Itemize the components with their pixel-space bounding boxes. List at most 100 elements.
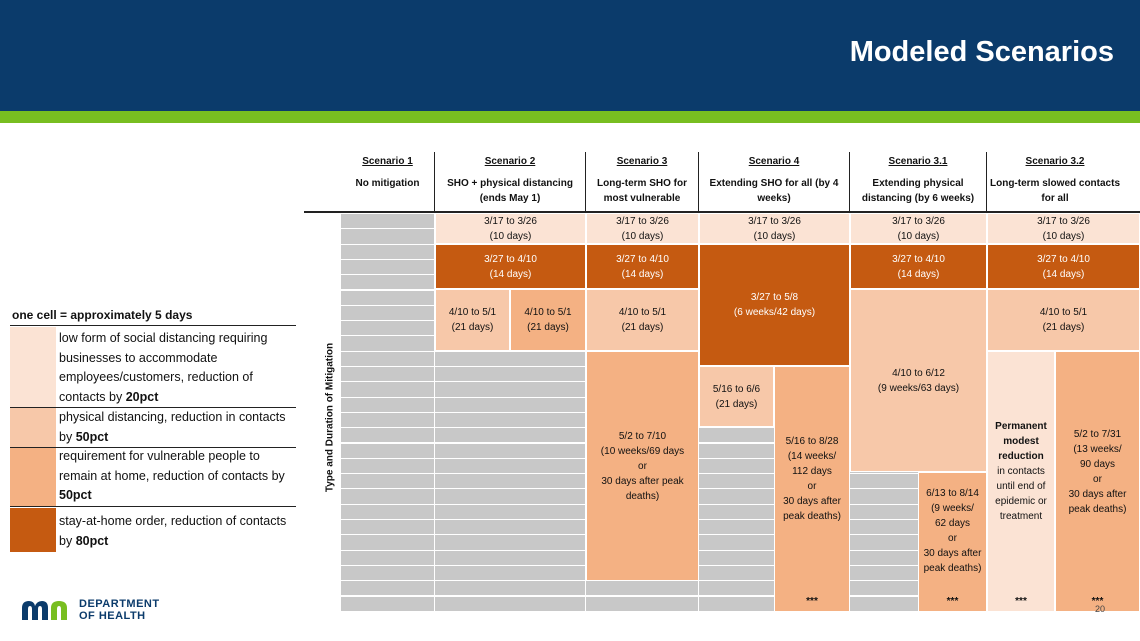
logo-line-1: DEPARTMENT: [79, 598, 160, 610]
cell-text: (21 days): [715, 398, 758, 410]
grid-cell: [435, 366, 585, 382]
scenario-description: Long-term SHO for most vulnerable: [597, 178, 687, 204]
legend-text: requirement for vulnerable people to rem…: [59, 449, 285, 483]
cell-text: peak deaths): [783, 511, 841, 522]
cell-text-bold: reduction: [998, 451, 1044, 462]
legend-item-50pct-vulnerable: requirement for vulnerable people to rem…: [59, 447, 299, 506]
scenario-name: Scenario 4: [748, 156, 800, 167]
grid-cell: [341, 473, 434, 489]
cell-text: (21 days): [1042, 322, 1085, 333]
cell-text: deaths): [625, 490, 660, 502]
cell-text: (6 weeks/42 days): [733, 307, 816, 318]
legend-value: 80pct: [75, 533, 109, 548]
cell-text-bold: Permanent: [995, 421, 1047, 432]
cell-text: 4/10 to 5/1: [524, 307, 572, 318]
cell-text: 5/2 to 7/31: [1073, 429, 1122, 440]
cell-text: (14 weeks/: [787, 451, 837, 462]
grid-cell: [341, 519, 434, 535]
scenario-3-1-phase-3: 4/10 to 6/12(9 weeks/63 days): [850, 289, 987, 472]
cell-text: (14 days): [621, 268, 664, 280]
mdh-logo: DEPARTMENT OF HEALTH: [20, 598, 160, 622]
logo-line-2: OF HEALTH: [79, 610, 146, 622]
cell-text: 3/17 to 3/26: [892, 215, 945, 227]
grid-cell: [435, 396, 585, 412]
grid-cell: [341, 228, 434, 244]
grid-cell: [341, 350, 434, 366]
cell-text: 4/10 to 5/1: [1039, 307, 1088, 318]
cell-text: or: [948, 533, 957, 544]
cell-text: 112 days: [792, 466, 832, 477]
legend-rule: [10, 447, 296, 448]
legend-item-80pct: stay-at-home order, reduction of contact…: [59, 512, 299, 551]
continuation-marker: ***: [946, 596, 959, 607]
legend-swatch-50pct-distancing: [10, 408, 56, 447]
page-title: Modeled Scenarios: [849, 36, 1114, 68]
cell-text: 3/27 to 4/10: [616, 253, 669, 265]
scenario-3-1-header: Scenario 3.1 Extending physical distanci…: [852, 154, 984, 206]
grid-cell: [341, 243, 434, 259]
scenario-description: Long-term slowed contacts for all: [990, 178, 1121, 204]
cell-text: in contacts: [997, 466, 1045, 477]
grid-cell: [341, 258, 434, 275]
column-divider: [585, 152, 586, 212]
grid-cell: [435, 595, 585, 611]
grid-cell: [341, 304, 434, 321]
cell-text: 90 days: [1079, 459, 1116, 470]
cell-text: (21 days): [527, 322, 569, 333]
legend-rule: [10, 325, 296, 326]
grid-cell: [341, 396, 434, 412]
scenario-2-phase-1: 3/17 to 3/26 (10 days): [435, 213, 586, 244]
legend-swatch-50pct-vulnerable: [10, 448, 56, 506]
scenario-4-phase-3a: 5/16 to 6/6(21 days): [699, 366, 774, 427]
grid-cell: [341, 503, 434, 519]
cell-text: peak deaths): [1068, 504, 1127, 515]
scenario-1-header: Scenario 1 No mitigation: [341, 154, 434, 191]
grid-cell: [341, 427, 434, 443]
scenario-description: No mitigation: [355, 178, 420, 189]
cell-text: (9 weeks/: [931, 503, 974, 514]
cell-text: or: [807, 481, 817, 492]
grid-cell: [435, 488, 585, 504]
cell-text: (21 days): [621, 322, 664, 333]
scenario-4-phase-1: 3/17 to 3/26(10 days): [699, 213, 850, 244]
scenario-4-header: Scenario 4 Extending SHO for all (by 4 w…: [700, 154, 848, 206]
grid-cell: [586, 595, 698, 611]
cell-text-bold: modest: [1003, 436, 1039, 447]
legend-item-50pct-distancing: physical distancing, reduction in contac…: [59, 408, 299, 447]
grid-cell: [341, 595, 434, 611]
legend-value: 50pct: [75, 429, 109, 444]
grid-cell: [341, 366, 434, 382]
axis-label: Type and Duration of Mitigation: [324, 342, 336, 493]
cell-text: 5/16 to 8/28: [785, 436, 839, 447]
scenario-name: Scenario 3.2: [1025, 156, 1085, 167]
grid-cell: [341, 457, 434, 474]
scenario-name: Scenario 3.1: [888, 156, 948, 167]
legend-rule: [10, 407, 296, 408]
grid-cell: [435, 442, 585, 458]
legend-item-20pct: low form of social distancing requiring …: [59, 329, 299, 407]
legend-text: low form of social distancing requiring …: [59, 331, 268, 404]
scenario-4-phase-2: 3/27 to 5/8(6 weeks/42 days): [699, 244, 850, 366]
mn-logo-icon: [22, 601, 67, 620]
cell-text: 4/10 to 6/12: [892, 367, 945, 379]
cell-text: 3/17 to 3/26: [616, 215, 669, 227]
grid-cell: [435, 411, 585, 428]
column-divider: [698, 152, 699, 212]
header-accent-bar: [0, 111, 1140, 123]
scenario-3-header: Scenario 3 Long-term SHO for most vulner…: [588, 154, 696, 206]
cell-text: (10 days): [489, 230, 532, 242]
legend-text: stay-at-home order, reduction of contact…: [59, 514, 287, 548]
grid-cell: [341, 534, 434, 550]
grid-cell: [341, 564, 434, 581]
cell-text: 4/10 to 5/1: [448, 307, 497, 318]
cell-text: 3/17 to 3/26: [484, 215, 537, 227]
cell-text: (14 days): [1042, 268, 1085, 280]
legend-value: 50pct: [59, 488, 92, 502]
page-number: 20: [1095, 604, 1106, 614]
cell-text: (10 days): [753, 230, 796, 242]
grid-cell: [435, 534, 585, 550]
grid-cell: [435, 381, 585, 397]
